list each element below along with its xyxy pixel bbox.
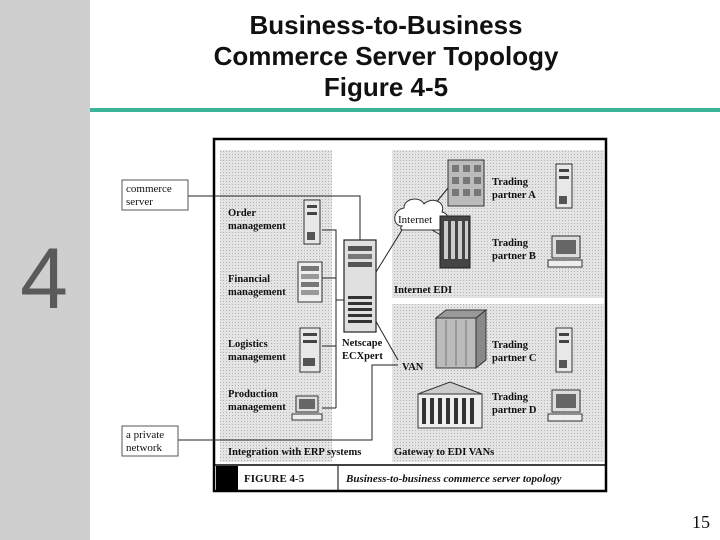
- internet-cloud-icon: [394, 198, 449, 231]
- partner-a-label-2: partner A: [492, 190, 536, 201]
- partner-d-label-1: Trading: [492, 392, 529, 403]
- commerce-server-callout: commerce server: [121, 179, 189, 211]
- page-number: 15: [692, 512, 710, 532]
- svg-text:a private: a private: [126, 429, 164, 441]
- partner-c-server-icon: [555, 327, 573, 373]
- server-to-cloud: [375, 229, 403, 273]
- partner-c-label-1: Trading: [492, 340, 529, 351]
- order-label-1: Order: [228, 208, 256, 219]
- commerce-server-leader: [188, 195, 361, 240]
- ecxpert-label-1: Netscape: [342, 338, 383, 349]
- production-label-1: Production: [228, 389, 278, 400]
- partner-d-building-icon: [417, 381, 483, 429]
- order-server-icon: [303, 199, 321, 245]
- edi-vans-footer: Gateway to EDI VANs: [394, 447, 494, 458]
- svg-text:commerce: commerce: [126, 183, 172, 195]
- financial-label-2: management: [228, 287, 286, 298]
- partner-b-pc-icon: [547, 235, 583, 268]
- title-divider: [90, 108, 720, 112]
- partner-b-label-2: partner B: [492, 251, 536, 262]
- chapter-number: 4: [20, 231, 68, 327]
- internet-edi-footer: Internet EDI: [394, 285, 452, 296]
- partner-b-label-1: Trading: [492, 238, 529, 249]
- logistics-label-2: management: [228, 352, 286, 363]
- financial-server-icon: [297, 261, 323, 303]
- financial-label-1: Financial: [228, 274, 270, 285]
- private-network-leader: [178, 364, 398, 441]
- partner-a-building-icon: [447, 159, 485, 207]
- erp-footer: Integration with ERP systems: [228, 447, 361, 458]
- title-line-3: Figure 4-5: [323, 72, 449, 102]
- logistics-server-icon: [299, 327, 321, 373]
- production-label-2: management: [228, 402, 286, 413]
- cloud-label: Internet: [398, 214, 432, 226]
- erp-bus: [322, 229, 337, 408]
- slide-title: Business-to-Business Commerce Server Top…: [150, 10, 622, 103]
- svg-text:network: network: [126, 442, 163, 454]
- production-pc-icon: [291, 395, 323, 421]
- van-label: VAN: [402, 362, 424, 373]
- logistics-label-1: Logistics: [228, 339, 268, 350]
- ecxpert-label-2: ECXpert: [342, 351, 383, 362]
- partner-a-server-icon: [555, 163, 573, 209]
- sidebar-band: [0, 0, 90, 540]
- private-network-callout: a private network: [121, 425, 179, 457]
- partner-c-building-icon: [434, 308, 488, 370]
- partner-c-label-2: partner C: [492, 353, 536, 364]
- partner-a-label-1: Trading: [492, 177, 529, 188]
- title-line-2: Commerce Server Topology: [213, 41, 559, 71]
- order-label-2: management: [228, 221, 286, 232]
- partner-d-label-2: partner D: [492, 405, 537, 416]
- caption-text: Business-to-business commerce server top…: [345, 473, 562, 485]
- partner-d-pc-icon: [547, 389, 583, 422]
- ecxpert-server-icon: [343, 239, 377, 333]
- svg-text:server: server: [126, 196, 153, 208]
- caption-number: FIGURE 4-5: [244, 473, 305, 485]
- figure-caption: FIGURE 4-5 Business-to-business commerce…: [214, 464, 606, 490]
- server-to-van: [373, 317, 399, 361]
- title-line-1: Business-to-Business: [249, 10, 523, 40]
- partner-b-building-icon: [439, 215, 471, 269]
